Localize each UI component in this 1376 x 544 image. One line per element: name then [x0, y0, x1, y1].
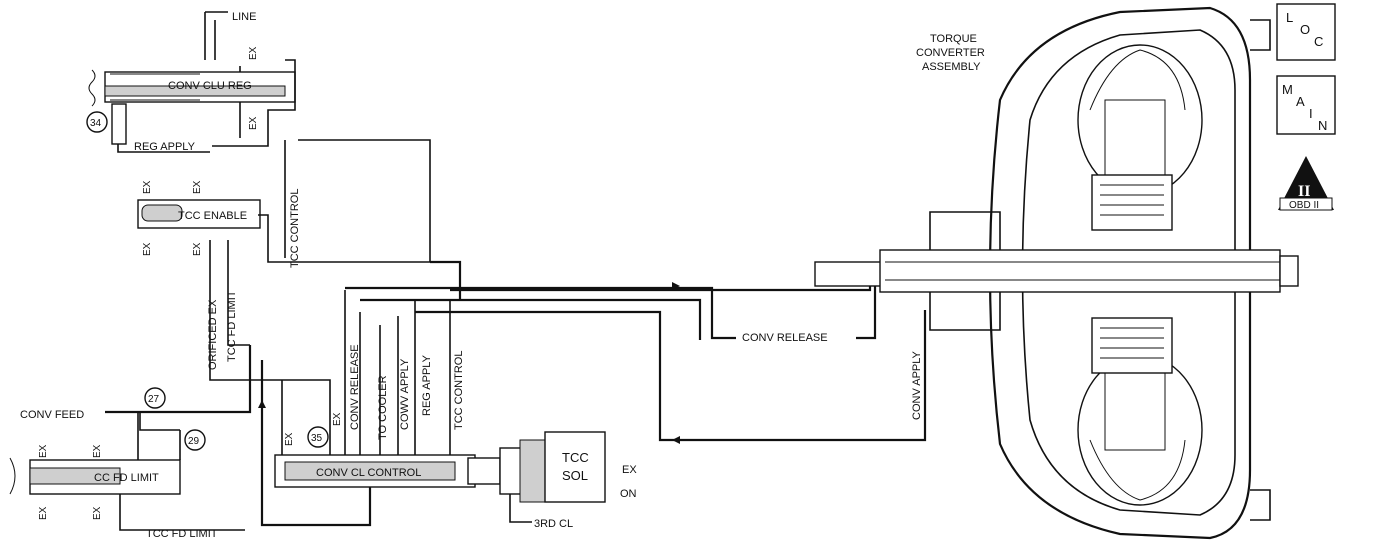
orificed-ex-label: ORIFICED EX	[207, 299, 219, 370]
ex-label: EX	[38, 444, 49, 458]
ex-label: EX	[192, 180, 203, 194]
main-letter: N	[1318, 118, 1327, 133]
conv-release-label: CONV RELEASE	[742, 332, 828, 344]
ex-label: EX	[92, 444, 103, 458]
ex-label: EX	[142, 242, 153, 256]
main-letter: A	[1296, 94, 1305, 109]
torque-converter-assembly: TORQUE CONVERTER ASSEMBLY	[814, 6, 1299, 540]
tcc-enable-valve: TCC ENABLE EX EX EX EX TCC CONTROL ORIFI…	[137, 139, 431, 381]
torque-converter-label-2: CONVERTER	[916, 47, 985, 59]
conv-cl-control-label: CONV CL CONTROL	[316, 467, 421, 479]
circuit-29-badge	[184, 429, 206, 451]
conv-release-vert-label: CONV RELEASE	[349, 344, 361, 430]
passage-lines: CONV RELEASE CONV APPLY	[258, 260, 927, 444]
circuit-35-badge	[307, 426, 329, 448]
main-letter: I	[1309, 106, 1313, 121]
cc-fd-limit-label: CC FD LIMIT	[94, 472, 159, 484]
tcc-fd-limit-bottom-label: TCC FD LIMIT	[146, 528, 218, 540]
line-label: LINE	[232, 11, 256, 23]
tcc-fd-limit-label: TCC FD LIMIT	[226, 290, 238, 362]
conv-cl-control-valve: CONV CL CONTROL EX EX 35 CONV RELEASE TO…	[250, 290, 637, 530]
loc-letter: L	[1286, 10, 1293, 25]
obd-ii-badge: II OBD II	[1278, 156, 1334, 211]
ex-label: EX	[622, 464, 637, 476]
cc-fd-limit-valve: CC FD LIMIT EX EX EX EX CONV FEED 27 29 …	[9, 345, 252, 540]
conv-clu-reg-label: CONV CLU REG	[168, 80, 252, 92]
input-shaft	[814, 261, 886, 287]
tcc-control-vert-label: TCC CONTROL	[453, 351, 465, 430]
circuit-29-label: 29	[188, 436, 200, 447]
tcc-sol-label-2: SOL	[562, 468, 588, 483]
tcc-control-label: TCC CONTROL	[289, 189, 301, 268]
ex-label: EX	[38, 506, 49, 520]
on-label: ON	[620, 488, 637, 500]
loc-letter: O	[1300, 22, 1310, 37]
main-letter: M	[1282, 82, 1293, 97]
conv-apply-vert-label: COWV APPLY	[399, 358, 411, 430]
ex-label: EX	[92, 506, 103, 520]
circuit-27-badge	[144, 387, 166, 409]
circuit-35-label: 35	[311, 433, 323, 444]
circuit-34-label: 34	[90, 118, 102, 129]
conv-feed-label: CONV FEED	[20, 409, 84, 421]
circuit-27-label: 27	[148, 394, 160, 405]
reg-apply-vert-label: REG APPLY	[421, 354, 433, 416]
loc-badge: L O C	[1276, 3, 1336, 61]
circuit-34-badge	[86, 111, 108, 133]
conv-clu-reg-valve: 34 CONV CLU REG LINE EX EX REG APPLY	[86, 11, 296, 153]
torque-converter-label-3: ASSEMBLY	[922, 61, 981, 73]
ex-label: EX	[284, 432, 295, 446]
tcc-sol-label-1: TCC	[562, 450, 589, 465]
torque-converter-label-1: TORQUE	[930, 33, 977, 45]
tcc-enable-label: TCC ENABLE	[178, 210, 247, 222]
ex-label: EX	[192, 242, 203, 256]
ex-label: EX	[332, 412, 343, 426]
ex-label: EX	[248, 46, 259, 60]
loc-letter: C	[1314, 34, 1323, 49]
third-cl-label: 3RD CL	[534, 518, 573, 530]
tcc-solenoid	[544, 431, 606, 503]
obd-ii-label: OBD II	[1289, 200, 1319, 211]
main-badge: M A I N	[1276, 75, 1336, 135]
reg-apply-label: REG APPLY	[134, 141, 196, 153]
conv-apply-label: CONV APPLY	[911, 350, 923, 420]
ex-label: EX	[142, 180, 153, 194]
to-cooler-label: TO COOLER	[377, 375, 389, 440]
ex-label: EX	[248, 116, 259, 130]
obd-roman-numeral: II	[1298, 183, 1310, 200]
